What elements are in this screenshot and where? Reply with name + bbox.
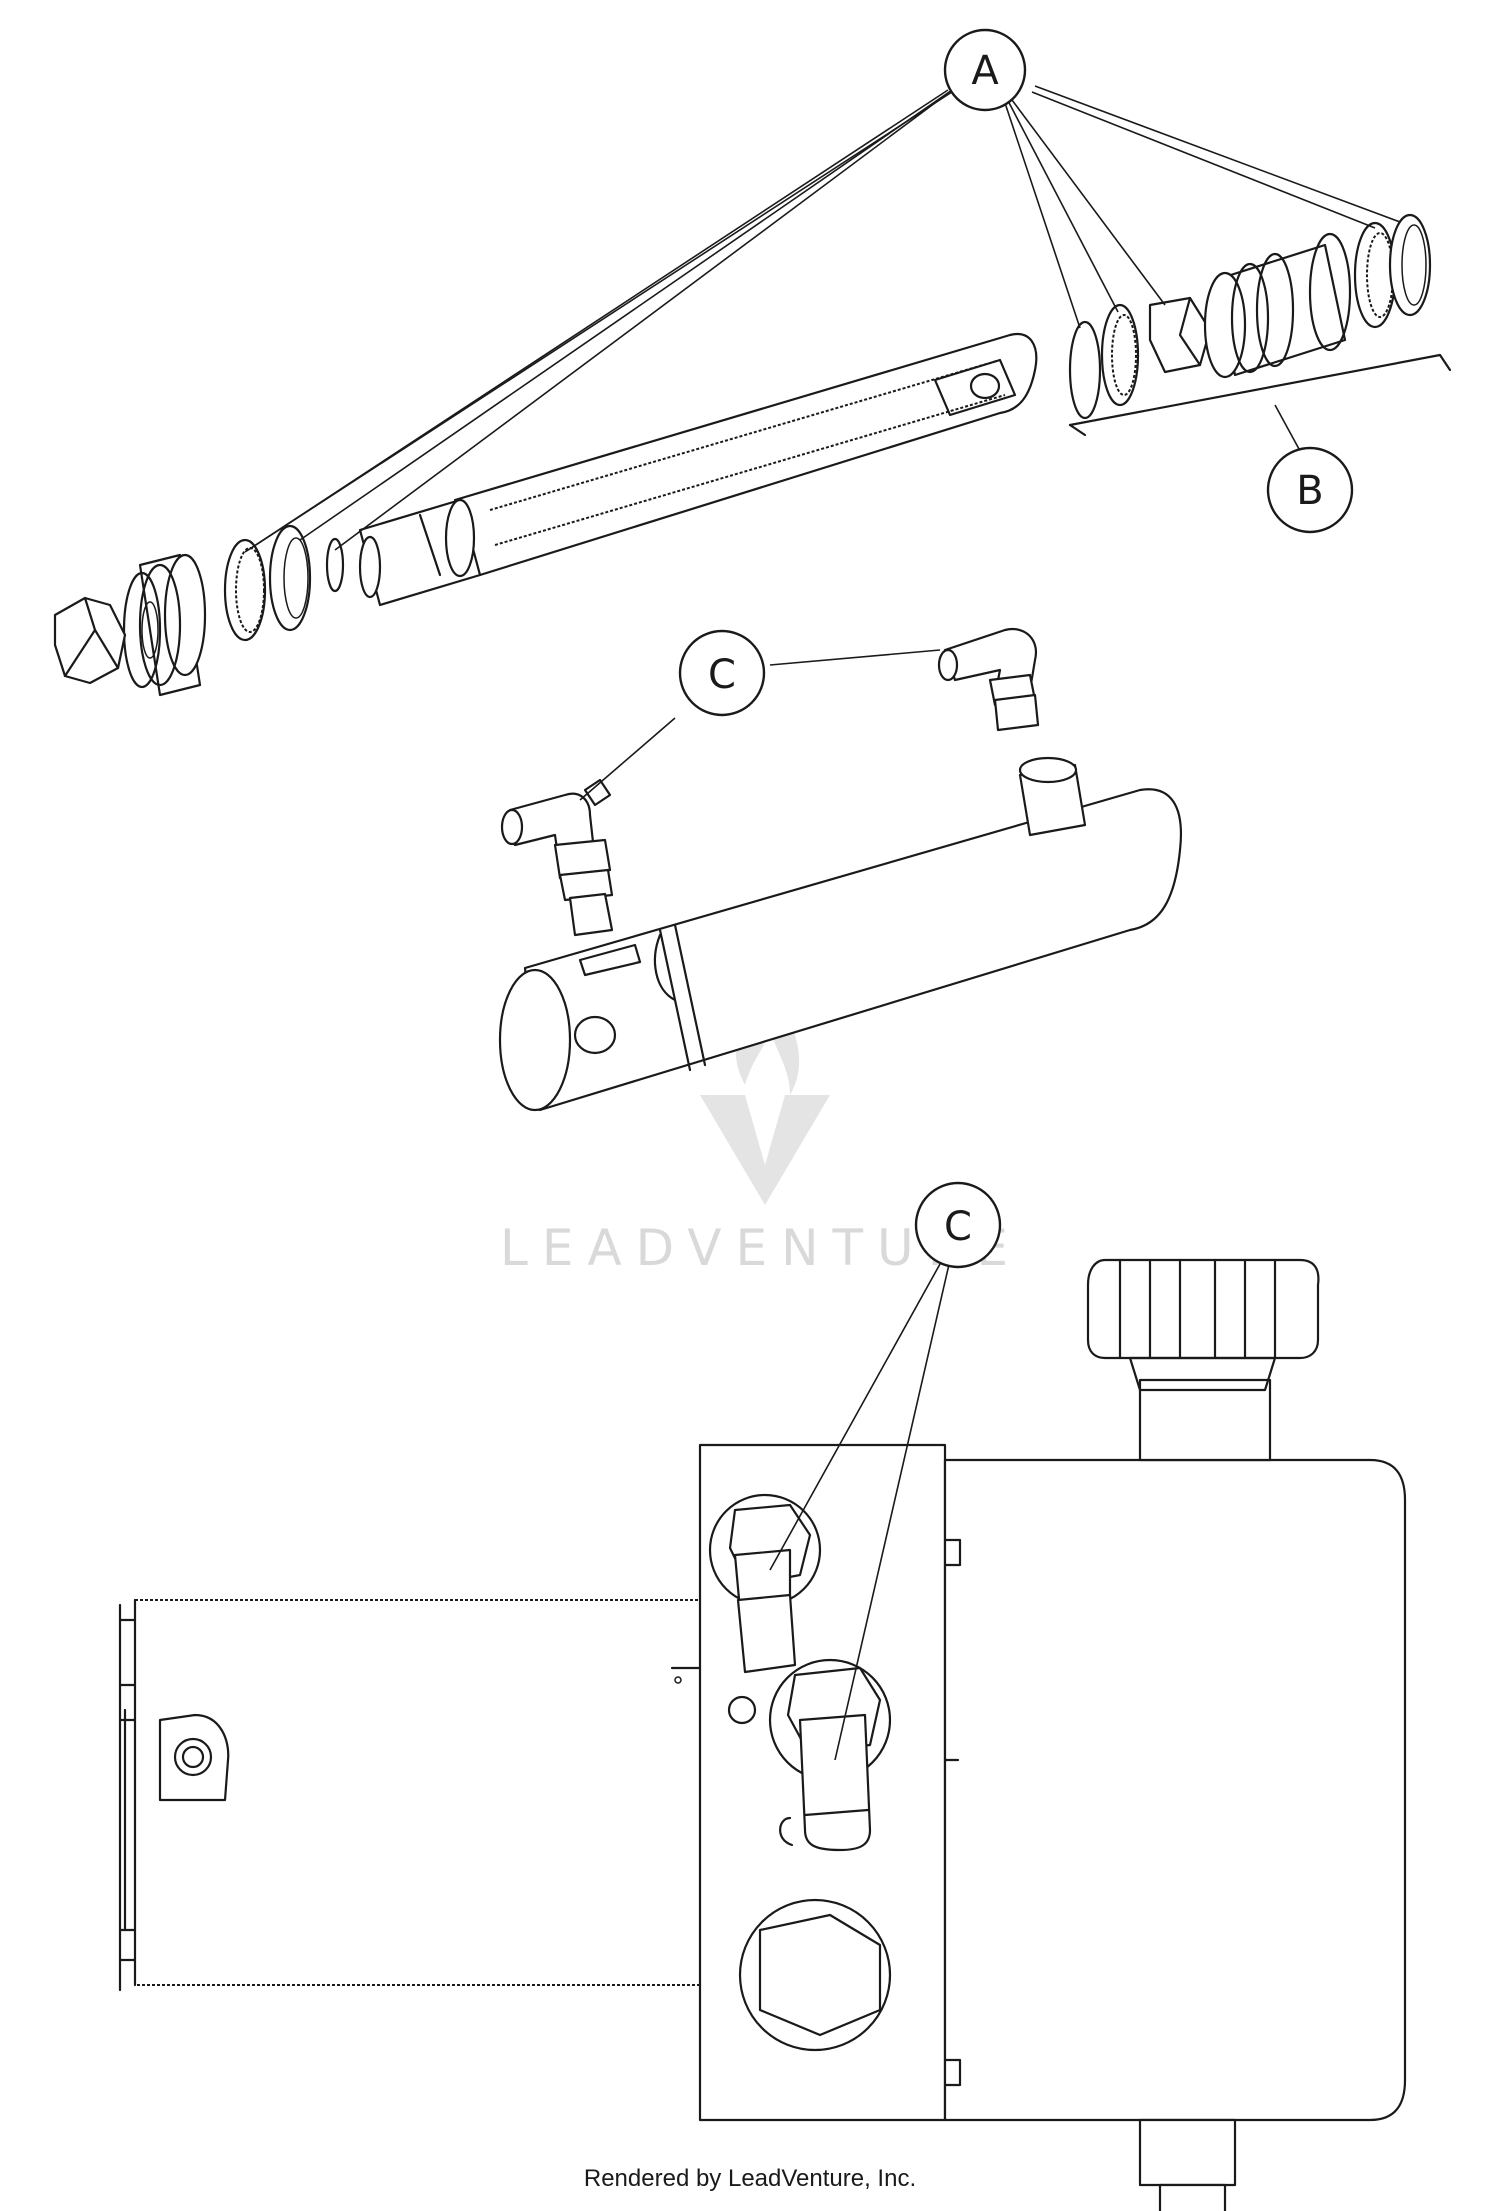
piston-rod-assembly bbox=[358, 332, 1038, 607]
leader-lines bbox=[244, 85, 1401, 1761]
callout-c-lower: C bbox=[914, 1181, 1002, 1269]
seal-kit-b bbox=[1068, 213, 1452, 437]
callout-c-lower-label: C bbox=[944, 1204, 972, 1250]
callout-c-upper-label: C bbox=[708, 652, 736, 698]
rod-seal-set bbox=[53, 524, 345, 697]
callout-b: B bbox=[1266, 446, 1354, 534]
callout-b-label: B bbox=[1296, 468, 1323, 514]
callout-a-label: A bbox=[971, 48, 999, 94]
cylinder-barrel bbox=[498, 756, 1182, 1112]
render-credit: Rendered by LeadVenture, Inc. bbox=[583, 2165, 917, 2192]
power-unit bbox=[118, 1258, 1407, 2211]
elbow-fitting-right bbox=[937, 627, 1040, 732]
callout-a: A bbox=[943, 28, 1027, 112]
elbow-fitting-left bbox=[500, 778, 614, 937]
callout-c-upper: C bbox=[678, 629, 766, 717]
